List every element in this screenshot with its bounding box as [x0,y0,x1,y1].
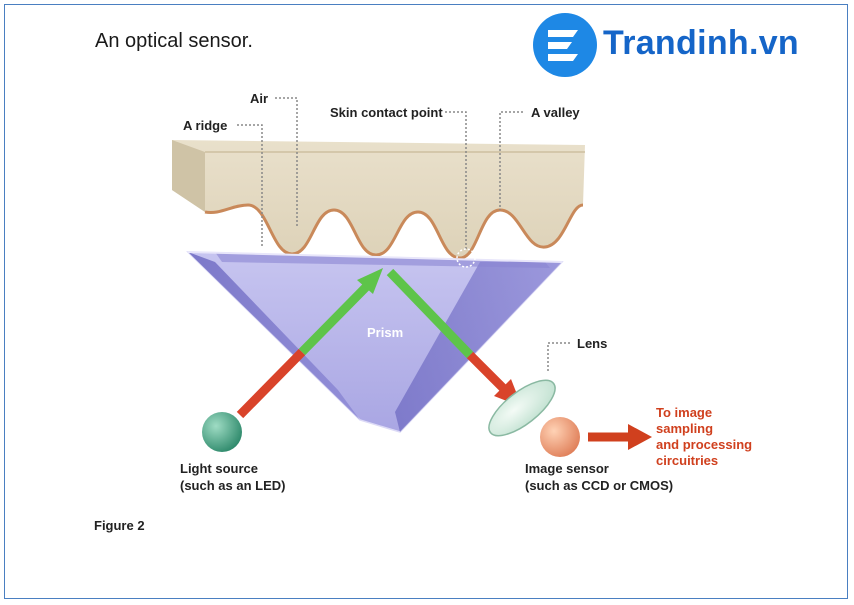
light-ray-incoming [236,268,383,419]
label-air: Air [250,91,269,106]
label-image-sensor-detail: (such as CCD or CMOS) [525,478,674,493]
figure-frame [4,4,848,599]
label-output-1: To image [656,405,713,420]
label-skin-contact: Skin contact point [330,105,443,120]
label-light-source: Light source [180,461,259,476]
output-arrow [588,424,652,450]
logo-text: Trandinh.vn [603,24,799,62]
label-light-source-detail: (such as an LED) [180,478,286,493]
label-image-sensor: Image sensor [525,461,609,476]
label-output-3: and processing [656,437,753,452]
label-output-2: sampling [656,421,714,436]
figure-caption: Figure 2 [94,518,145,533]
lens [488,379,556,437]
label-prism: Prism [367,325,404,340]
skin-contact-marker [456,248,476,268]
callout-leaders [237,97,570,372]
label-output-4: circuitries [656,453,719,468]
figure-title: An optical sensor. [95,30,253,52]
label-valley: A valley [531,105,580,120]
finger-skin [172,140,585,260]
label-lens: Lens [577,336,608,351]
label-ridge: A ridge [183,118,228,133]
image-sensor [540,417,580,457]
prism [186,251,564,433]
light-source-led [202,412,242,452]
logo-icon [533,13,597,77]
